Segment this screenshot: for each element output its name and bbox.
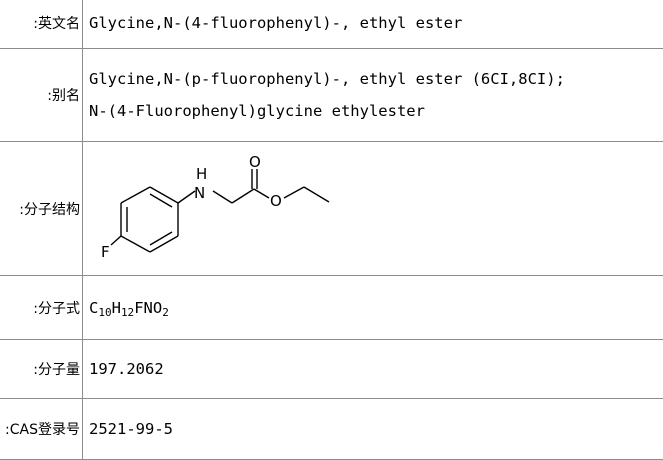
- hydrogen-atom: H: [196, 165, 207, 183]
- row-english-name: 英文名: Glycine,N-(4-fluorophenyl)-, ethyl …: [0, 0, 663, 49]
- alias-line-1: Glycine,N-(p-fluorophenyl)-, ethyl ester…: [89, 63, 663, 95]
- molecular-structure-diagram: N H O O F: [89, 145, 339, 273]
- ester-oxygen-atom: O: [270, 192, 282, 210]
- cas-value: 2521-99-5: [83, 399, 663, 460]
- structure-bonds: [111, 169, 329, 252]
- fluorine-atom: F: [101, 243, 110, 261]
- row-cas-number: CAS登录号: 2521-99-5: [0, 399, 663, 460]
- formula-c-count: 10: [98, 306, 111, 319]
- formula-label: 分子式:: [0, 276, 83, 340]
- structure-label: 分子结构:: [0, 142, 83, 276]
- formula-o-count: 2: [162, 306, 169, 319]
- structure-cell: N H O O F: [83, 142, 663, 276]
- formula-h: H: [112, 299, 121, 317]
- alias-line-2: N-(4-Fluorophenyl)glycine ethylester: [89, 95, 663, 127]
- row-formula: 分子式: C10H12FNO2: [0, 276, 663, 340]
- formula-value: C10H12FNO2: [83, 276, 663, 340]
- row-alias: 别名: Glycine,N-(p-fluorophenyl)-, ethyl e…: [0, 49, 663, 142]
- nitrogen-atom: N: [194, 184, 205, 202]
- english-name-value: Glycine,N-(4-fluorophenyl)-, ethyl ester: [83, 0, 663, 49]
- alias-label: 别名:: [0, 49, 83, 142]
- weight-value: 197.2062: [83, 340, 663, 399]
- row-molecular-weight: 分子量: 197.2062: [0, 340, 663, 399]
- weight-label: 分子量:: [0, 340, 83, 399]
- alias-value: Glycine,N-(p-fluorophenyl)-, ethyl ester…: [83, 49, 663, 142]
- carbonyl-oxygen-atom: O: [249, 153, 261, 171]
- formula-fno: FNO: [134, 299, 162, 317]
- formula-c: C: [89, 299, 98, 317]
- formula-h-count: 12: [121, 306, 134, 319]
- english-name-label: 英文名:: [0, 0, 83, 49]
- row-structure: 分子结构:: [0, 142, 663, 276]
- cas-label: CAS登录号:: [0, 399, 83, 460]
